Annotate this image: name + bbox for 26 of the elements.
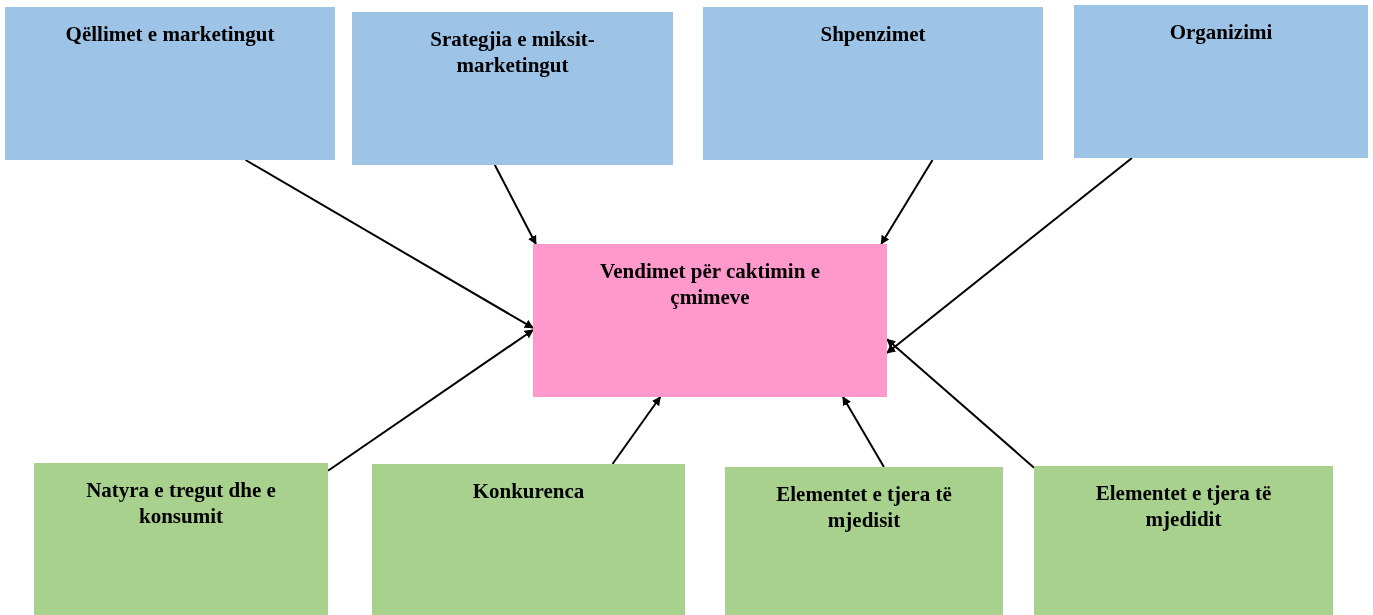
node-label: Elementet e tjera të mjedisit bbox=[775, 481, 953, 534]
environment-box bbox=[1034, 466, 1333, 615]
factor-box bbox=[703, 7, 1043, 160]
arrow bbox=[611, 396, 662, 465]
environment-box bbox=[372, 464, 685, 615]
factor-box bbox=[5, 7, 335, 160]
arrow bbox=[493, 164, 537, 245]
node-label: Srategjia e miksit-marketingut bbox=[429, 26, 596, 79]
environment-box bbox=[34, 463, 328, 615]
node-label: Shpenzimet bbox=[819, 21, 927, 48]
arrow bbox=[886, 157, 1133, 354]
arrow bbox=[880, 159, 934, 245]
arrow bbox=[886, 338, 1035, 469]
factor-box bbox=[352, 12, 673, 165]
node-label: Organizimi bbox=[1168, 19, 1274, 46]
node-label: Natyra e tregut dhe e konsumit bbox=[85, 477, 277, 530]
node-label: Vendimet për caktimin e çmimeve bbox=[599, 258, 821, 311]
arrow bbox=[841, 396, 885, 468]
decision-box bbox=[533, 244, 887, 397]
node-label: Konkurenca bbox=[471, 478, 586, 505]
node-label: Elementet e tjera të mjedidit bbox=[1094, 480, 1273, 533]
arrow bbox=[244, 159, 534, 329]
environment-box bbox=[725, 467, 1003, 615]
node-label: Qëllimet e marketingut bbox=[64, 21, 276, 48]
arrow bbox=[327, 329, 534, 472]
factor-box bbox=[1074, 5, 1368, 158]
